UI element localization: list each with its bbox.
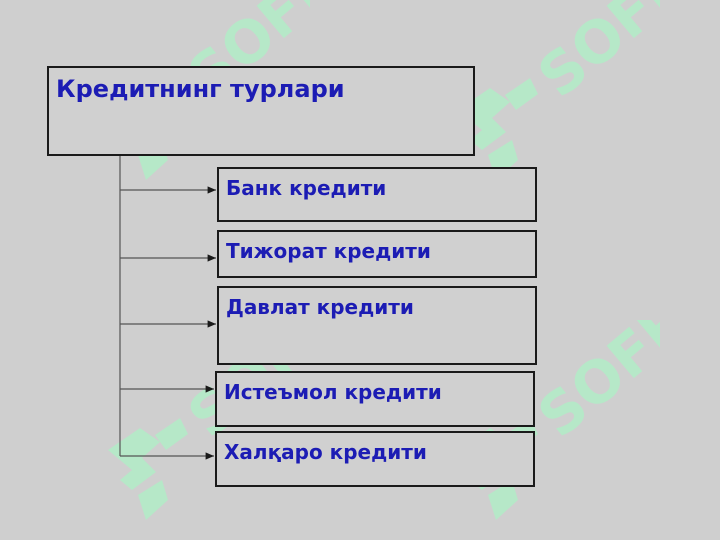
root-box: Кредитнинг турлари [47,66,475,156]
credit-type-label: Тижорат кредити [226,239,431,263]
credit-type-box-state: Давлат кредити [217,286,537,365]
credit-type-box-international: Халқаро кредити [215,431,535,487]
credit-type-label: Давлат кредити [226,295,414,319]
credit-type-label: Истеъмол кредити [224,380,442,404]
credit-type-box-consumer: Истеъмол кредити [215,371,535,427]
credit-type-box-commercial: Тижорат кредити [217,230,537,278]
root-title: Кредитнинг турлари [56,75,345,103]
credit-type-box-bank: Банк кредити [217,167,537,222]
credit-type-label: Банк кредити [226,176,387,200]
credit-type-label: Халқаро кредити [224,440,427,464]
